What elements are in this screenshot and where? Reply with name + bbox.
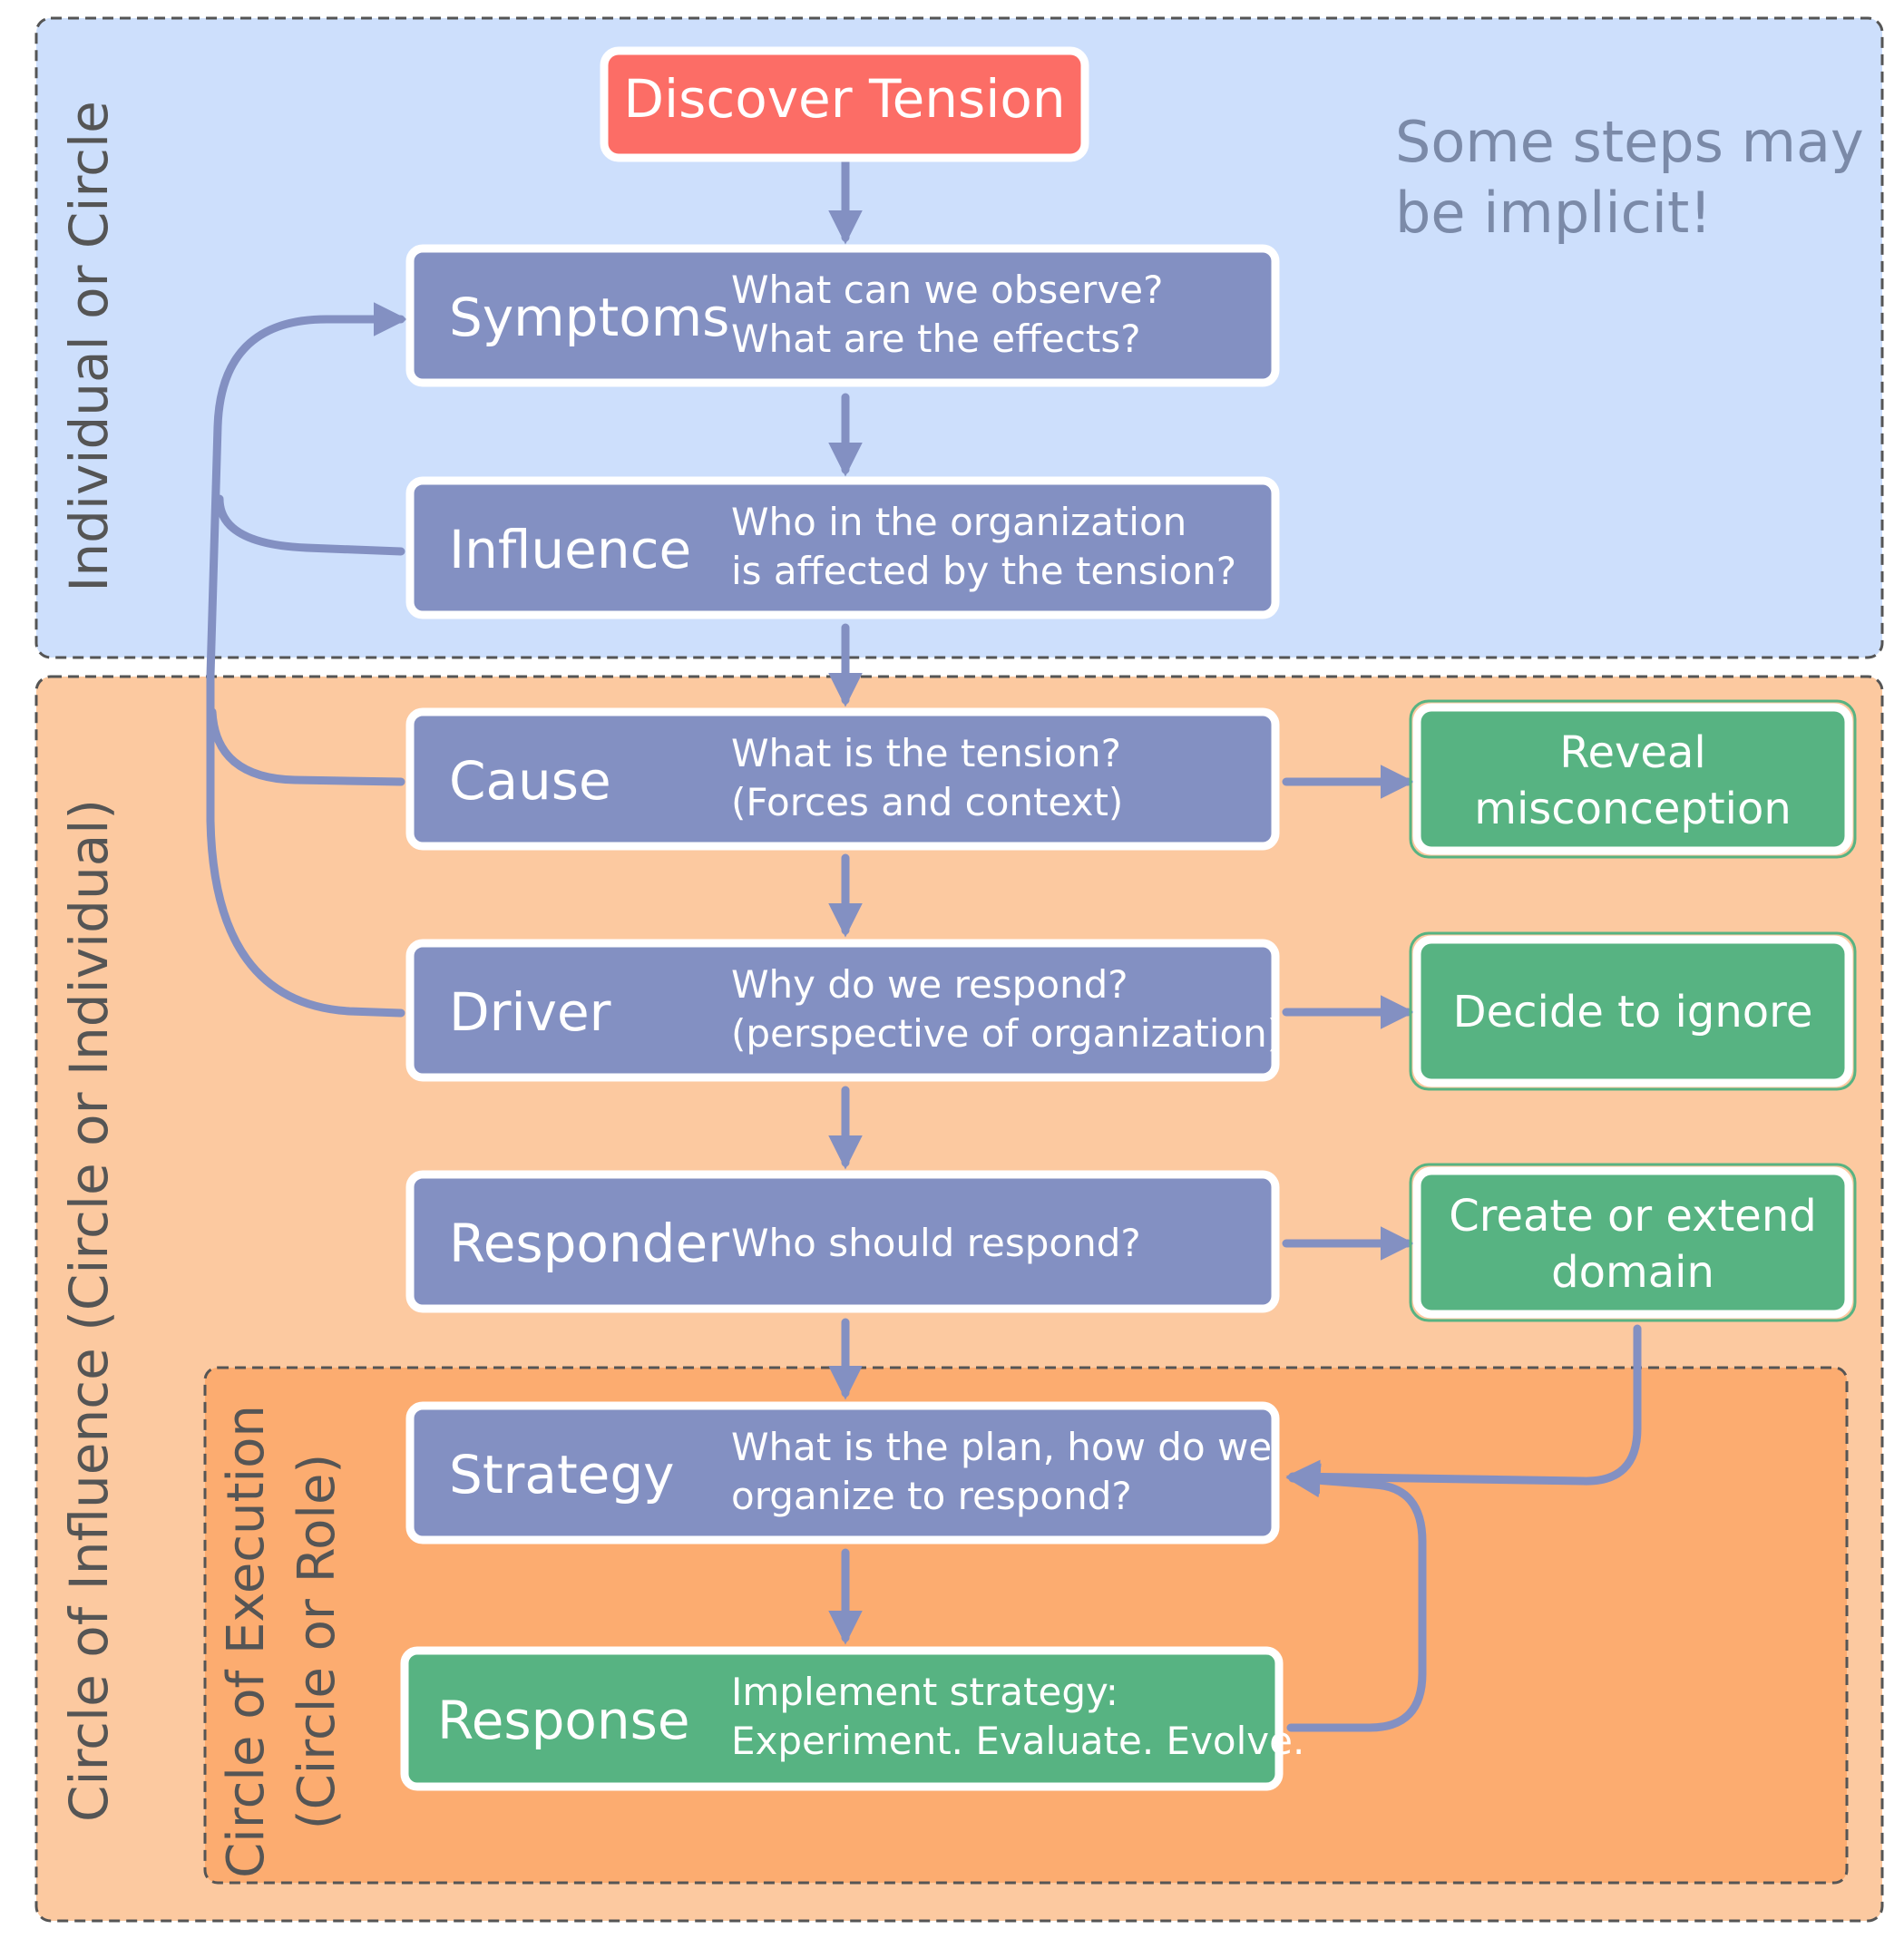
step-question-line2: is affected by the tension? — [731, 549, 1236, 593]
feedback-from-influence — [215, 494, 405, 556]
implicit-note-line2: be implicit! — [1395, 180, 1712, 246]
step-question-line1: What is the plan, how do we — [731, 1425, 1272, 1469]
step-node-cause: Cause What is the tension? (Forces and con… — [405, 707, 1280, 851]
feedback-from-driver — [206, 816, 405, 1018]
step-question-line1: Why do we respond? — [731, 962, 1128, 1007]
outcome-node-2: Decide to ignore — [1409, 931, 1857, 1091]
start-node-label: Discover Tension — [623, 68, 1065, 130]
step-question-line2: What are the effects? — [731, 317, 1141, 361]
feedback-from-cause — [208, 707, 405, 786]
step-question-line1: Who in the organization — [731, 500, 1186, 544]
step-question-line2: organize to respond? — [731, 1474, 1132, 1518]
region-individual-label: Individual or Circle — [58, 101, 120, 592]
arrow-response-to-strategy — [1285, 1463, 1427, 1732]
step-title: Response — [437, 1690, 690, 1751]
region-influence-label: Circle of Influence (Circle or Individua… — [58, 799, 120, 1822]
step-question-line2: Experiment. Evaluate. Evolve. — [731, 1719, 1304, 1763]
outcome-label-line1: Decide to ignore — [1453, 987, 1813, 1038]
step-title: Cause — [449, 750, 611, 812]
step-title: Responder — [449, 1213, 729, 1274]
implicit-note-line1: Some steps may — [1395, 109, 1864, 175]
outcome-label-line2: domain — [1551, 1247, 1714, 1298]
outcome-label-line1: Reveal — [1559, 727, 1705, 778]
step-question-line1: Who should respond? — [731, 1221, 1141, 1265]
step-title: Driver — [449, 981, 611, 1043]
region-execution-label-line1: Circle of Execution — [217, 1405, 276, 1878]
arrow-domain-to-strategy — [1285, 1324, 1642, 1495]
outcome-label-line2: misconception — [1474, 784, 1792, 834]
step-question-line1: What can we observe? — [731, 268, 1163, 312]
step-question-line2: (perspective of organization) — [731, 1011, 1282, 1056]
step-question-line1: What is the tension? — [731, 731, 1121, 775]
step-node-response: Response Implement strategy: Experiment. E… — [400, 1646, 1304, 1791]
connectors — [206, 157, 1642, 1732]
step-title: Strategy — [449, 1444, 675, 1505]
step-node-strategy: Strategy What is the plan, how do we organ… — [405, 1401, 1280, 1544]
step-node-influence: Influence Who in the organization is affec… — [405, 476, 1280, 619]
outcome-label-line1: Create or extend — [1449, 1191, 1816, 1242]
start-node-discover-tension: Discover Tension — [600, 46, 1089, 162]
region-execution-label-line2: (Circle or Role) — [288, 1454, 347, 1830]
outcome-node-1: Reveal misconception — [1409, 699, 1857, 859]
step-title: Influence — [449, 519, 691, 580]
step-title: Symptoms — [449, 287, 729, 348]
step-question-line2: (Forces and context) — [731, 780, 1123, 824]
step-node-driver: Driver Why do we respond?(perspective of … — [405, 939, 1282, 1082]
feedback-to-symptoms — [206, 302, 408, 680]
step-question-line1: Implement strategy: — [731, 1670, 1118, 1714]
